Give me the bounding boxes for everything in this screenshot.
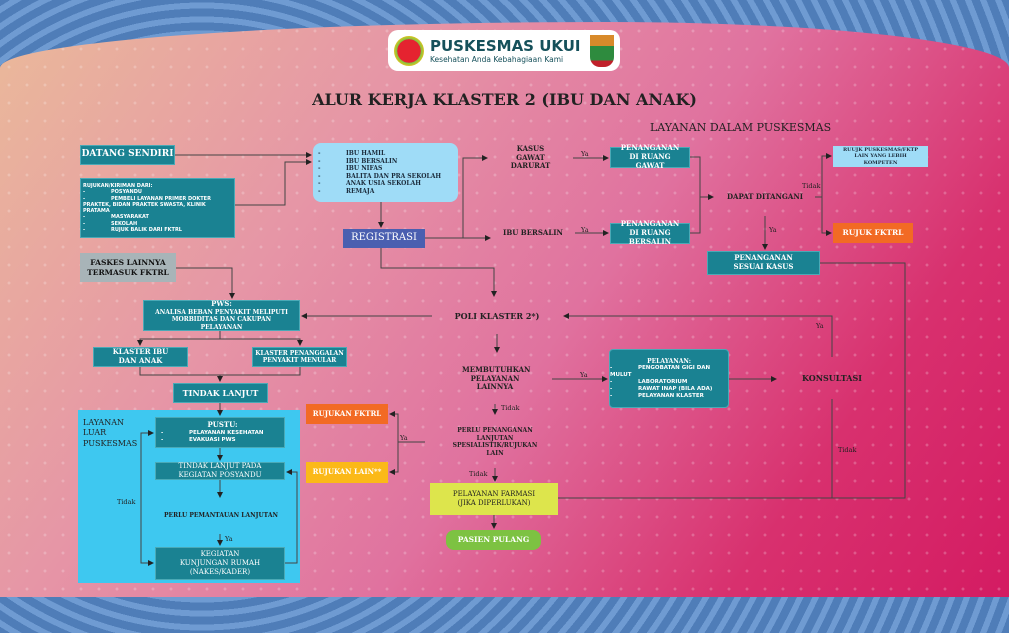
posyandu-box[interactable]: TINDAK LANJUT PADA KEGIATAN POSYANDU [155,462,285,480]
sasaran-item: IBU HAMIL [318,150,441,158]
decision-label: PERLU PEMANTAUAN LANJUTAN [164,512,278,520]
ibu-bersalin-decision[interactable]: IBU BERSALIN [491,217,575,249]
label-tidak: Tidak [802,182,821,190]
kasus-gawat-decision[interactable]: KASUS GAWAT DARURAT [488,142,573,174]
pustu-item: EVAKUASI PWS [161,437,263,444]
logo-badge [394,35,424,66]
konsultasi-decision[interactable]: KONSULTASI [778,357,886,399]
rujukan-list: POSYANDU PEMBELI LAYANAN PRIMER DOKTER P… [83,189,232,233]
decision-label: PERLU PENANGANAN LANJUTAN SPESIALISTIK/R… [452,427,538,457]
datang-sendiri-box[interactable]: DATANG SENDIRI [80,145,175,165]
decision-label: IBU BERSALIN [503,227,563,237]
label-ya: Ya [816,322,824,330]
sasaran-item: IBU BERSALIN [318,158,441,166]
pustu-list: PELAYANAN KESEHATAN EVAKUASI PWS [161,430,263,444]
sasaran-item: BALITA DAN PRA SEKOLAH [318,173,441,181]
rujuk-fktrl-box[interactable]: RUJUK FKTRL [833,223,913,243]
decision-label: MEMBUTUHKAN PELAYANAN LAINNYA [462,364,531,392]
page-title: ALUR KERJA KLASTER 2 (IBU DAN ANAK) [312,90,697,109]
rujukan-item: SEKOLAH [83,221,232,227]
section-outside-title: LAYANAN LUAR PUSKESMAS [83,418,137,449]
sasaran-list: IBU HAMIL IBU BERSALIN IBU NIFAS BALITA … [318,150,441,195]
pelayanan-item: LABORATORIUM [610,379,722,386]
rujukan-lain-box[interactable]: RUJUKAN LAIN** [306,462,388,483]
label-tidak: Tidak [838,446,857,454]
label-tidak: Tidak [117,498,136,506]
pustu-box[interactable]: PUSTU: PELAYANAN KESEHATAN EVAKUASI PWS [155,417,285,448]
ruang-gawat-box[interactable]: PENANGANAN DI RUANG GAWAT [610,144,690,170]
label-ya: Ya [580,371,588,379]
pws-box[interactable]: PWS: ANALISA BEBAN PENYAKIT MELIPUTI MOR… [143,298,300,331]
farmasi-box[interactable]: PELAYANAN FARMASI (JIKA DIPERLUKAN) [430,483,558,515]
section-inside-title: LAYANAN DALAM PUSKESMAS [650,121,832,134]
label-ya: Ya [769,226,777,234]
pelayanan-item: PELAYANAN KLASTER [610,393,722,400]
registrasi-box[interactable]: REGISTRASI [343,229,425,248]
ruang-bersalin-box[interactable]: PENANGANAN DI RUANG BERSALIN [610,220,690,246]
pasien-pulang-box[interactable]: PASIEN PULANG [446,530,541,550]
sasaran-item: ANAK USIA SEKOLAH [318,180,441,188]
rujukan-item: PEMBELI LAYANAN PRIMER DOKTER PRAKTEK, B… [83,196,232,215]
section-outside-line: LAYANAN [83,418,124,427]
pustu-item: PELAYANAN KESEHATAN [161,430,263,437]
sesuai-kasus-box[interactable]: PENANGANAN SESUAI KASUS [707,251,820,275]
label-ya: Ya [400,434,408,442]
rujukan-item: MASYARAKAT [83,214,232,220]
rujukan-item: POSYANDU [83,189,232,195]
logo-tagline: Kesehatan Anda Kebahagiaan Kami [430,55,564,64]
sasaran-item: IBU NIFAS [318,165,441,173]
label-tidak: Tidak [469,470,488,478]
membutuhkan-decision[interactable]: MEMBUTUHKAN PELAYANAN LAINNYA [438,354,552,404]
faskes-box[interactable]: FASKES LAINNYA TERMASUK FKTRL [80,253,176,282]
decision-label: POLI KLASTER 2*) [454,311,540,321]
rujuk-puskesmas-box[interactable]: RUUJK PUSKESMAS/FKTP LAIN YANG LEBIH KOM… [833,146,928,167]
pws-text: ANALISA BEBAN PENYAKIT MELIPUTI MORBIDIT… [155,308,288,331]
decision-label: KASUS GAWAT DARURAT [510,143,551,171]
pelayanan-item: RAWAT INAP (BILA ADA) [610,386,722,393]
decision-label: KONSULTASI [802,373,862,383]
perlu-lanjutan-decision[interactable]: PERLU PENANGANAN LANJUTAN SPESIALISTIK/R… [425,416,565,468]
section-outside-line: LUAR [83,428,107,438]
pelayanan-item: PENGOBATAN GIGI DAN MULUT [610,365,722,379]
label-ya: Ya [581,226,589,234]
logo-banner: PUSKESMAS UKUI Kesehatan Anda Kebahagiaa… [388,30,620,71]
dapat-ditangani-decision[interactable]: DAPAT DITANGANI [715,178,815,216]
pelayanan-box[interactable]: PELAYANAN: PENGOBATAN GIGI DAN MULUT LAB… [609,349,729,408]
label-ya: Ya [225,535,233,543]
rujukan-fktrl-box[interactable]: RUJUKAN FKTRL [306,404,388,424]
pws-title: PWS: [211,298,232,308]
regency-emblem [590,34,614,67]
rujukan-box[interactable]: RUJUKAN/KIRIMAN DARI: POSYANDU PEMBELI L… [80,178,235,238]
logo-name: PUSKESMAS UKUI [430,37,581,55]
rujukan-title: RUJUKAN/KIRIMAN DARI: [83,183,153,189]
pustu-title: PUSTU: [207,420,238,430]
sasaran-item: REMAJA [318,188,441,196]
rujukan-item: RUJUK BALIK DARI FKTRL [83,227,232,233]
label-ya: Ya [581,150,589,158]
klaster-ibu-box[interactable]: KLASTER IBU DAN ANAK [93,347,188,367]
pelayanan-title: PELAYANAN: [647,357,691,365]
tindak-lanjut-box[interactable]: TINDAK LANJUT [173,383,268,403]
label-tidak: Tidak [501,404,520,412]
decision-label: DAPAT DITANGANI [726,191,804,201]
klaster-penyakit-box[interactable]: KLASTER PENANGGALAN PENYAKIT MENULAR [252,347,347,367]
section-outside-line: PUSKESMAS [83,438,138,448]
pelayanan-list: PENGOBATAN GIGI DAN MULUT LABORATORIUM R… [610,365,728,399]
pemantauan-decision[interactable]: PERLU PEMANTAUAN LANJUTAN [150,498,292,534]
sasaran-box[interactable]: IBU HAMIL IBU BERSALIN IBU NIFAS BALITA … [313,143,458,202]
kunjungan-box[interactable]: KEGIATAN KUNJUNGAN RUMAH (NAKES/KADER) [155,547,285,580]
poli-klaster-decision[interactable]: POLI KLASTER 2*) [432,298,562,334]
